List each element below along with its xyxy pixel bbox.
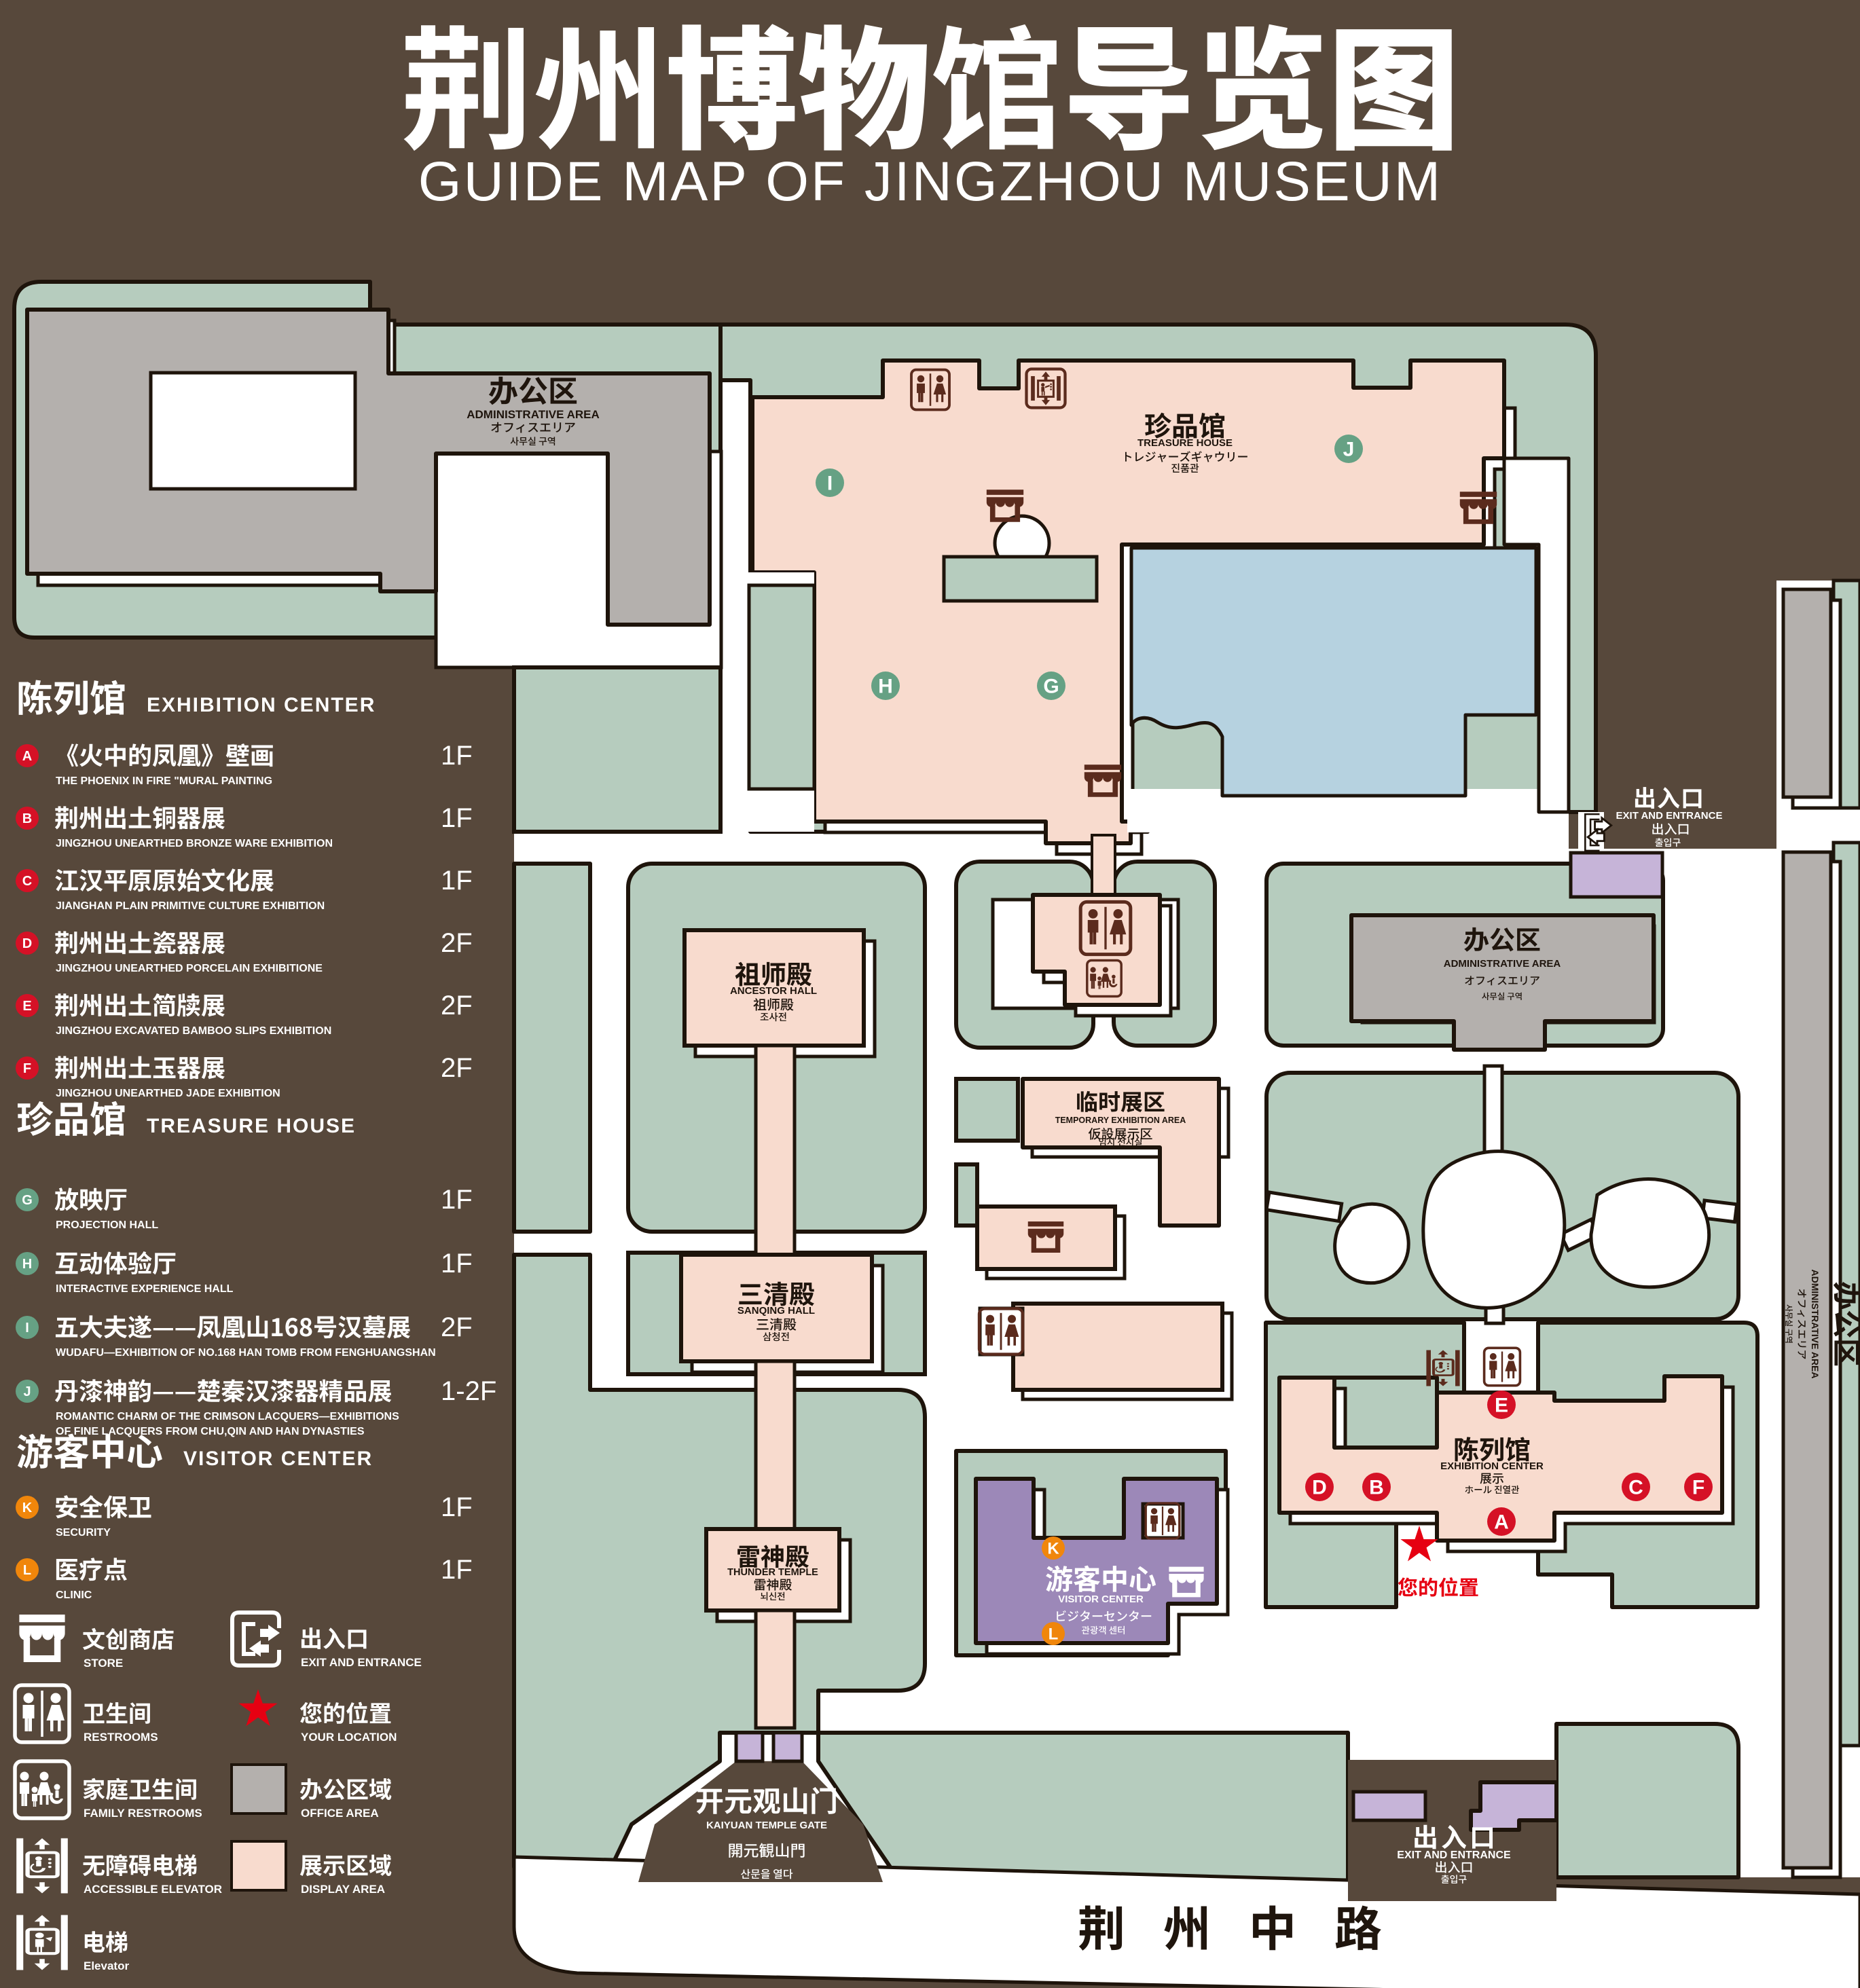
svg-text:TREASURE HOUSE: TREASURE HOUSE [147,1115,356,1137]
svg-text:ACCESSIBLE ELEVATOR: ACCESSIBLE ELEVATOR [84,1883,222,1896]
svg-text:TREASURE HOUSE: TREASURE HOUSE [1137,437,1233,449]
svg-text:A: A [1494,1511,1509,1534]
svg-text:E: E [1495,1395,1508,1417]
svg-text:SANQING HALL: SANQING HALL [737,1305,815,1317]
svg-text:EXIT AND ENTRANCE: EXIT AND ENTRANCE [1616,810,1723,822]
svg-text:JINGZHOU UNEARTHED JADE EXHIBI: JINGZHOU UNEARTHED JADE EXHIBITION [56,1088,280,1099]
svg-text:EXIT AND ENTRANCE: EXIT AND ENTRANCE [1397,1849,1511,1861]
svg-text:J: J [23,1384,31,1399]
svg-text:2F: 2F [441,1053,473,1083]
svg-text:ROMANTIC CHARM OF THE CRIMSON: ROMANTIC CHARM OF THE CRIMSON LACQUERS—E… [56,1411,399,1422]
svg-text:SECURITY: SECURITY [56,1527,111,1539]
svg-text:INTERACTIVE EXPERIENCE HALL: INTERACTIVE EXPERIENCE HALL [56,1283,234,1295]
svg-text:KAIYUAN TEMPLE GATE: KAIYUAN TEMPLE GATE [706,1820,827,1831]
svg-text:I: I [25,1321,29,1336]
svg-text:F: F [1692,1477,1704,1499]
svg-text:JINGZHOU UNEARTHED PORCELAIN E: JINGZHOU UNEARTHED PORCELAIN EXHIBITIONE [56,963,323,974]
svg-text:1F: 1F [441,1249,473,1278]
svg-text:D: D [22,936,32,951]
svg-text:L: L [1048,1625,1059,1644]
svg-text:D: D [1312,1477,1327,1499]
svg-text:1F: 1F [441,803,473,833]
svg-text:K: K [22,1501,33,1515]
svg-text:DISPLAY AREA: DISPLAY AREA [301,1883,385,1896]
svg-text:GUIDE MAP OF JINGZHOU MUSEUM: GUIDE MAP OF JINGZHOU MUSEUM [418,151,1442,213]
svg-text:1F: 1F [441,1555,473,1585]
svg-text:G: G [1043,676,1059,698]
svg-text:ADMINISTRATIVE AREA: ADMINISTRATIVE AREA [1444,958,1561,970]
svg-text:THUNDER TEMPLE: THUNDER TEMPLE [727,1567,818,1578]
svg-text:2F: 2F [441,1312,473,1342]
svg-text:JINGZHOU UNEARTHED BRONZE WARE: JINGZHOU UNEARTHED BRONZE WARE EXHIBITIO… [56,838,333,849]
svg-text:C: C [1628,1477,1643,1499]
svg-text:1F: 1F [441,1185,473,1215]
svg-text:ADMINISTRATIVE AREA: ADMINISTRATIVE AREA [1810,1270,1821,1379]
svg-text:B: B [22,811,32,826]
svg-text:EXHIBITION CENTER: EXHIBITION CENTER [1440,1460,1544,1472]
svg-text:OFFICE AREA: OFFICE AREA [301,1807,379,1820]
svg-text:JIANGHAN PLAIN PRIMITIVE CULTU: JIANGHAN PLAIN PRIMITIVE CULTURE EXHIBIT… [56,900,325,912]
svg-text:L: L [23,1563,31,1578]
svg-text:THE PHOENIX IN FIRE "MURAL PAI: THE PHOENIX IN FIRE "MURAL PAINTING [56,775,272,787]
svg-text:B: B [1369,1477,1384,1499]
svg-text:J: J [1343,439,1355,461]
svg-text:CLINIC: CLINIC [56,1589,92,1601]
svg-text:YOUR LOCATION: YOUR LOCATION [301,1731,397,1744]
svg-text:1F: 1F [441,741,473,771]
svg-text:I: I [827,473,833,495]
svg-text:F: F [23,1061,31,1076]
svg-text:WUDAFU—EXHIBITION OF NO.168 HA: WUDAFU—EXHIBITION OF NO.168 HAN TOMB FRO… [56,1347,436,1359]
svg-text:EXIT AND ENTRANCE: EXIT AND ENTRANCE [301,1656,422,1669]
svg-text:Elevator: Elevator [84,1959,129,1972]
svg-text:A: A [22,749,32,764]
svg-text:STORE: STORE [84,1657,123,1670]
svg-text:OF FINE LACQUERS FROM CHU,QIN: OF FINE LACQUERS FROM CHU,QIN AND HAN DY… [56,1426,365,1437]
svg-text:K: K [1047,1540,1059,1558]
svg-text:ADMINISTRATIVE AREA: ADMINISTRATIVE AREA [467,408,600,421]
svg-text:RESTROOMS: RESTROOMS [84,1731,158,1744]
svg-text:C: C [22,874,32,889]
svg-text:G: G [22,1193,33,1208]
svg-text:2F: 2F [441,928,473,958]
svg-text:ANCESTOR HALL: ANCESTOR HALL [730,985,817,997]
svg-text:H: H [22,1257,32,1272]
svg-text:VISITOR CENTER: VISITOR CENTER [1058,1594,1144,1605]
svg-text:EXHIBITION CENTER: EXHIBITION CENTER [147,694,376,716]
svg-text:VISITOR CENTER: VISITOR CENTER [183,1448,373,1470]
svg-text:JINGZHOU EXCAVATED BAMBOO SLIP: JINGZHOU EXCAVATED BAMBOO SLIPS EXHIBITI… [56,1025,331,1037]
svg-text:E: E [22,999,31,1014]
svg-text:PROJECTION HALL: PROJECTION HALL [56,1219,158,1231]
svg-text:TEMPORARY EXHIBITION AREA: TEMPORARY EXHIBITION AREA [1055,1116,1186,1125]
svg-text:1-2F: 1-2F [441,1376,496,1406]
svg-text:1F: 1F [441,866,473,896]
svg-text:FAMILY RESTROOMS: FAMILY RESTROOMS [84,1807,202,1820]
svg-text:2F: 2F [441,991,473,1020]
svg-text:H: H [878,676,893,698]
svg-text:1F: 1F [441,1492,473,1522]
